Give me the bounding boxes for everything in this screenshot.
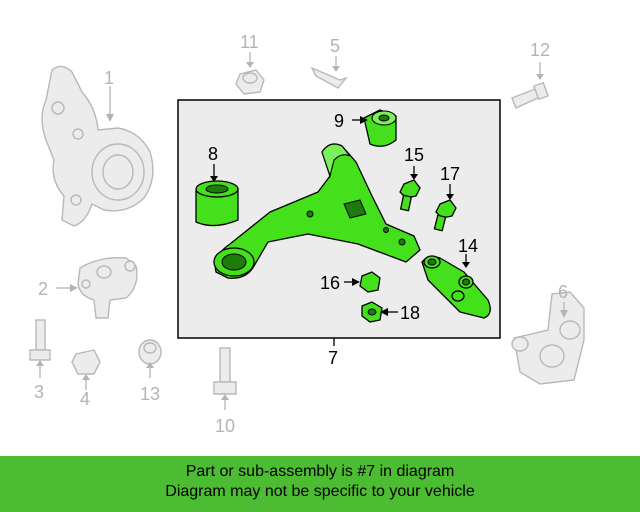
part-8-bushing[interactable] xyxy=(195,180,239,227)
part-18-nut[interactable] xyxy=(361,301,383,323)
part-17-bolt[interactable] xyxy=(433,199,457,232)
callout-18: 18 xyxy=(400,303,420,323)
banner-line-1: Part or sub-assembly is #7 in diagram xyxy=(185,463,455,480)
part-2-bracket[interactable] xyxy=(77,257,138,319)
part-15-bolt[interactable] xyxy=(399,179,421,212)
part-4-nut[interactable] xyxy=(71,349,101,375)
part-16-nut[interactable] xyxy=(359,271,381,293)
banner-line-2: Diagram may not be specific to your vehi… xyxy=(165,483,475,500)
part-14-ball-joint[interactable] xyxy=(421,255,491,319)
part-13-nut[interactable] xyxy=(138,339,162,365)
callout-7: 7 xyxy=(328,348,338,368)
callout-4: 4 xyxy=(80,389,90,409)
callout-6: 6 xyxy=(558,282,568,302)
callout-16: 16 xyxy=(320,273,340,293)
info-banner: Part or sub-assembly is #7 in diagram Di… xyxy=(0,456,640,512)
part-9-bushing[interactable] xyxy=(363,109,397,147)
part-6-mount[interactable] xyxy=(511,291,585,385)
callout-9: 9 xyxy=(334,111,344,131)
callout-2: 2 xyxy=(38,279,48,299)
lower-control-arm[interactable] xyxy=(213,143,421,279)
part-11-nut[interactable] xyxy=(235,69,265,95)
part-12-bolt[interactable] xyxy=(511,81,549,109)
callout-1: 1 xyxy=(104,68,114,88)
callout-10: 10 xyxy=(215,416,235,436)
part-10-bolt[interactable] xyxy=(213,347,237,395)
callout-8: 8 xyxy=(208,144,218,164)
callout-12: 12 xyxy=(530,40,550,60)
callout-11: 11 xyxy=(240,32,259,52)
callout-14: 14 xyxy=(458,236,478,256)
part-3-bolt[interactable] xyxy=(29,319,51,361)
callout-5: 5 xyxy=(330,36,340,56)
callout-13: 13 xyxy=(140,384,160,404)
callout-17: 17 xyxy=(440,164,460,184)
callout-3: 3 xyxy=(34,382,44,402)
part-1-knuckle[interactable] xyxy=(41,65,154,227)
callout-15: 15 xyxy=(404,145,424,165)
part-5-clip[interactable] xyxy=(310,66,349,89)
